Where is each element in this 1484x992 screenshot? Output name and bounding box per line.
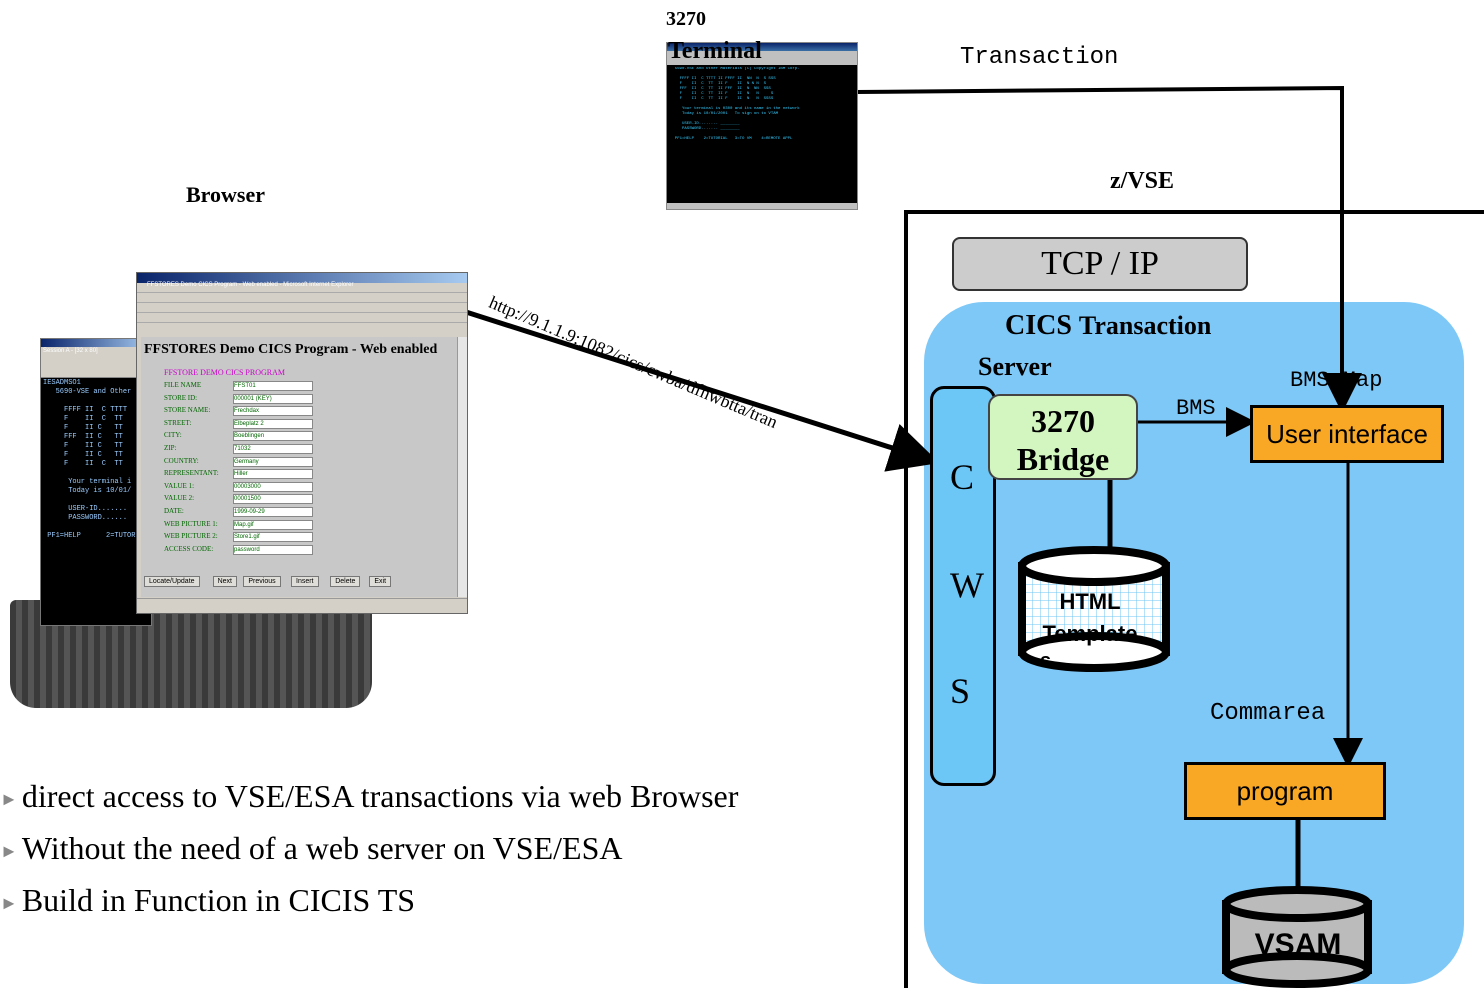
form-field-value: 71032 [233, 444, 313, 454]
cics-label: CICS Transaction [1005, 310, 1211, 342]
cics-server-label: Server [978, 352, 1052, 381]
form-button: Insert [291, 576, 319, 587]
vsam-label: VSAM [1254, 928, 1342, 961]
commarea-label: Commarea [1210, 700, 1326, 727]
bridge-line1: 3270 [1031, 403, 1095, 439]
html-template-cylinder [1018, 546, 1170, 672]
form-field-value: FFST01 [233, 381, 313, 391]
bullet-1: ►direct access to VSE/ESA transactions v… [0, 778, 739, 814]
html-template-line2: Template [1042, 621, 1138, 646]
cws-bar [930, 386, 996, 786]
form-field-value: Frechdax [233, 406, 313, 417]
transaction-label: Transaction [960, 44, 1119, 71]
form-field-value: Boeblingen [233, 431, 313, 442]
bullet-3-text: Build in Function in CICIS TS [21, 882, 416, 918]
form-field-label: STORE NAME: [164, 406, 211, 415]
form-field-value: password [233, 544, 313, 555]
form-field-label: VALUE 2: [164, 494, 195, 503]
user-interface-box: User interface [1250, 405, 1444, 463]
bullet-3: ►Build in Function in CICIS TS [0, 882, 416, 918]
form-button: Locate/Update [144, 576, 200, 587]
bridge-box: 3270 Bridge [988, 394, 1138, 480]
form-field-value: Germany [233, 456, 313, 467]
terminal-title: 3270 [666, 8, 706, 30]
form-field-value: Store1.gif [233, 532, 313, 543]
bullet-2: ►Without the need of a web server on VSE… [0, 830, 623, 866]
vsam-cylinder [1222, 886, 1372, 988]
form-field-value: Map.gif [233, 519, 313, 530]
form-field-label: VALUE 1: [164, 481, 195, 490]
form-button: Exit [369, 576, 392, 587]
form-field-label: ZIP: [164, 444, 177, 452]
form-field-value: 1999-09-29 [233, 507, 313, 517]
browser-subheading: FFSTORE DEMO CICS PROGRAM [164, 368, 285, 377]
html-template-line3: s [1040, 650, 1052, 672]
form-field-value: 00003000 [233, 481, 313, 492]
form-field-label: REPRESENTANT: [164, 469, 219, 478]
browser-label: Browser [186, 182, 266, 207]
form-field-value: 000001 (KEY) [233, 393, 313, 404]
session-title: Session A - [32 x 80] [43, 348, 98, 354]
cws-letter-c: C [950, 457, 975, 497]
bms-map-label: BMS Map [1290, 368, 1383, 393]
terminal-subtitle: Terminal [668, 38, 762, 64]
form-field-value: 00001500 [233, 494, 313, 505]
form-field-label: STREET: [164, 418, 192, 427]
program-box: program [1184, 762, 1386, 820]
form-field-label: ACCESS CODE: [164, 544, 214, 553]
bms-label: BMS [1176, 396, 1216, 421]
form-field-label: STORE ID: [164, 393, 198, 402]
cics-label-rest: Transaction [1078, 311, 1212, 340]
form-button: Previous [243, 576, 281, 587]
form-field-label: WEB PICTURE 1: [164, 519, 218, 528]
cics-label-main: CICS [1005, 310, 1072, 341]
tcpip-box: TCP / IP [952, 237, 1248, 291]
cws-letter-s: S [950, 671, 971, 711]
form-button: Next [212, 576, 237, 587]
browser-title-bar: FFSTORES Demo CICS Program - Web enabled… [147, 282, 354, 288]
html-template-label: HTML Template [1030, 586, 1150, 650]
form-field-value: Hiller [233, 469, 313, 480]
transaction-line [855, 85, 1362, 413]
terminal-screenshot: 5690-VSE and Other Materials (C) Copyrig… [666, 42, 858, 210]
form-field-label: FILE NAME [164, 381, 202, 389]
html-template-line1: HTML [1059, 589, 1121, 614]
browser-heading: FFSTORES Demo CICS Program - Web enabled [144, 342, 438, 357]
session-window: Session A - [32 x 80] IESADMSO1 5690-VSE… [40, 338, 152, 626]
zvse-frame [904, 210, 1484, 988]
bridge-line2: Bridge [1016, 441, 1110, 477]
form-field-label: DATE: [164, 507, 184, 515]
form-field-label: WEB PICTURE 2: [164, 532, 218, 541]
form-button: Delete [330, 576, 361, 587]
zvse-label: z/VSE [1110, 168, 1175, 194]
bullet-2-text: Without the need of a web server on VSE/… [21, 830, 623, 866]
form-field-label: COUNTRY: [164, 456, 199, 465]
form-field-label: CITY: [164, 431, 182, 440]
url-line [465, 309, 940, 472]
bullet-1-text: direct access to VSE/ESA transactions vi… [21, 778, 739, 814]
browser-window: FFSTORES Demo CICS Program - Web enabled… [136, 272, 468, 614]
cws-letter-w: W [950, 565, 984, 605]
form-field-value: Elbeplatz 2 [233, 418, 313, 429]
